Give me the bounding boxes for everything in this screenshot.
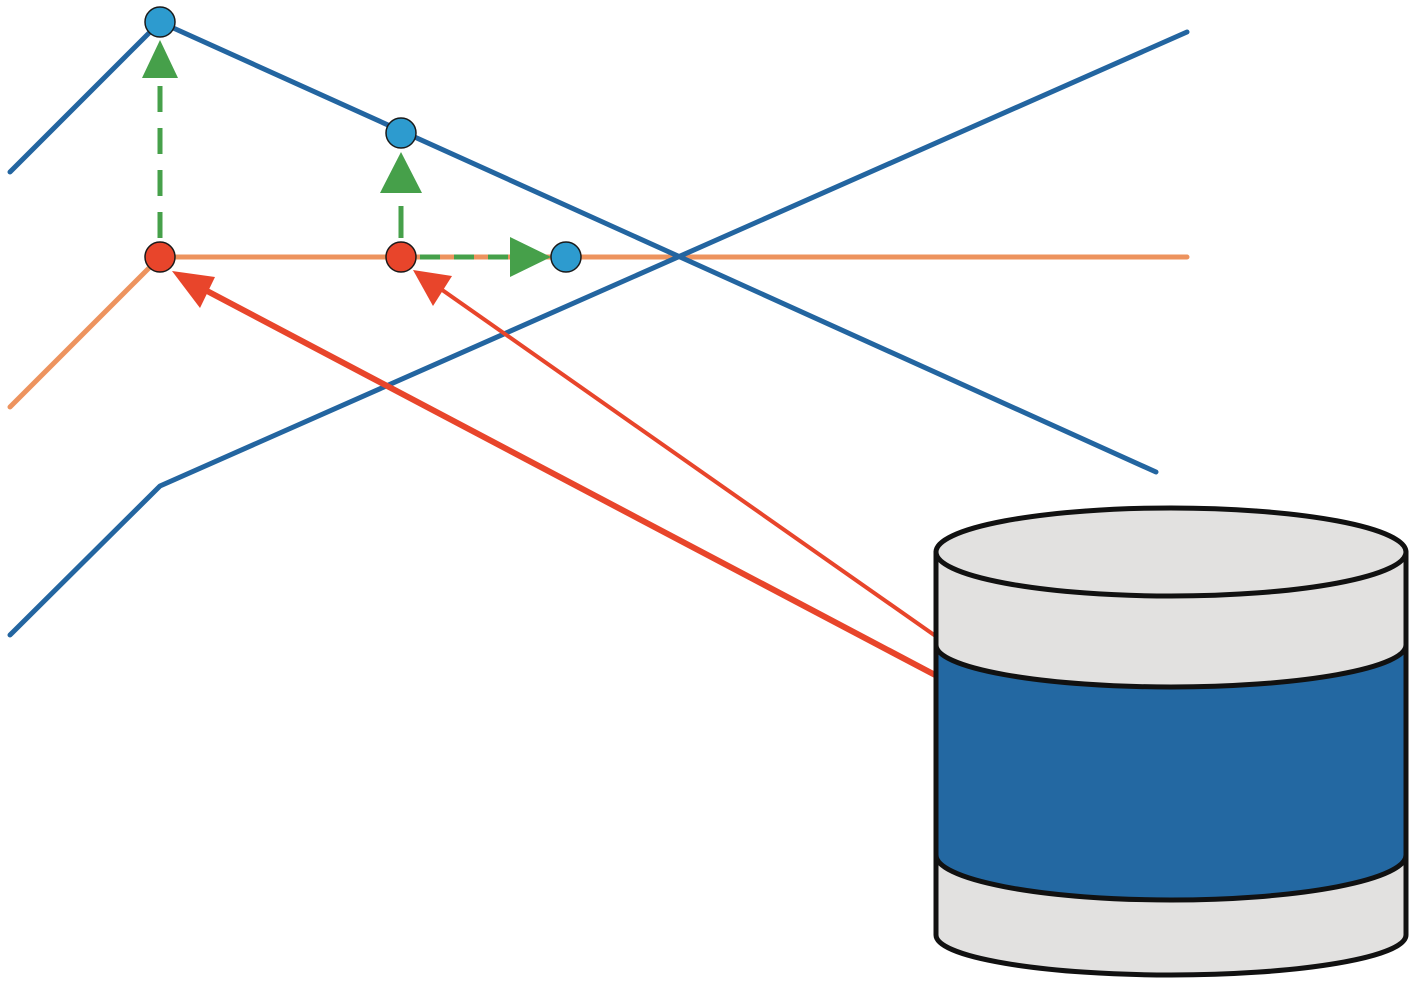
- upper-blue-polyline: [7, 19, 1159, 475]
- red-arrow-thin: [413, 270, 939, 639]
- red-arrow-thick: [172, 271, 939, 679]
- database-icon: [933, 505, 1409, 978]
- green-dashed-arrow-mid: [380, 152, 422, 238]
- node-right-of-mid: [550, 241, 582, 273]
- node-top-mid: [385, 117, 417, 149]
- rising-blue-polyline: [7, 29, 1190, 638]
- green-dashed-arrow-right: [420, 237, 551, 277]
- node-top-left: [144, 6, 176, 38]
- node-red-left: [144, 241, 176, 273]
- node-red-mid: [385, 241, 417, 273]
- green-dashed-arrow-left: [142, 40, 178, 238]
